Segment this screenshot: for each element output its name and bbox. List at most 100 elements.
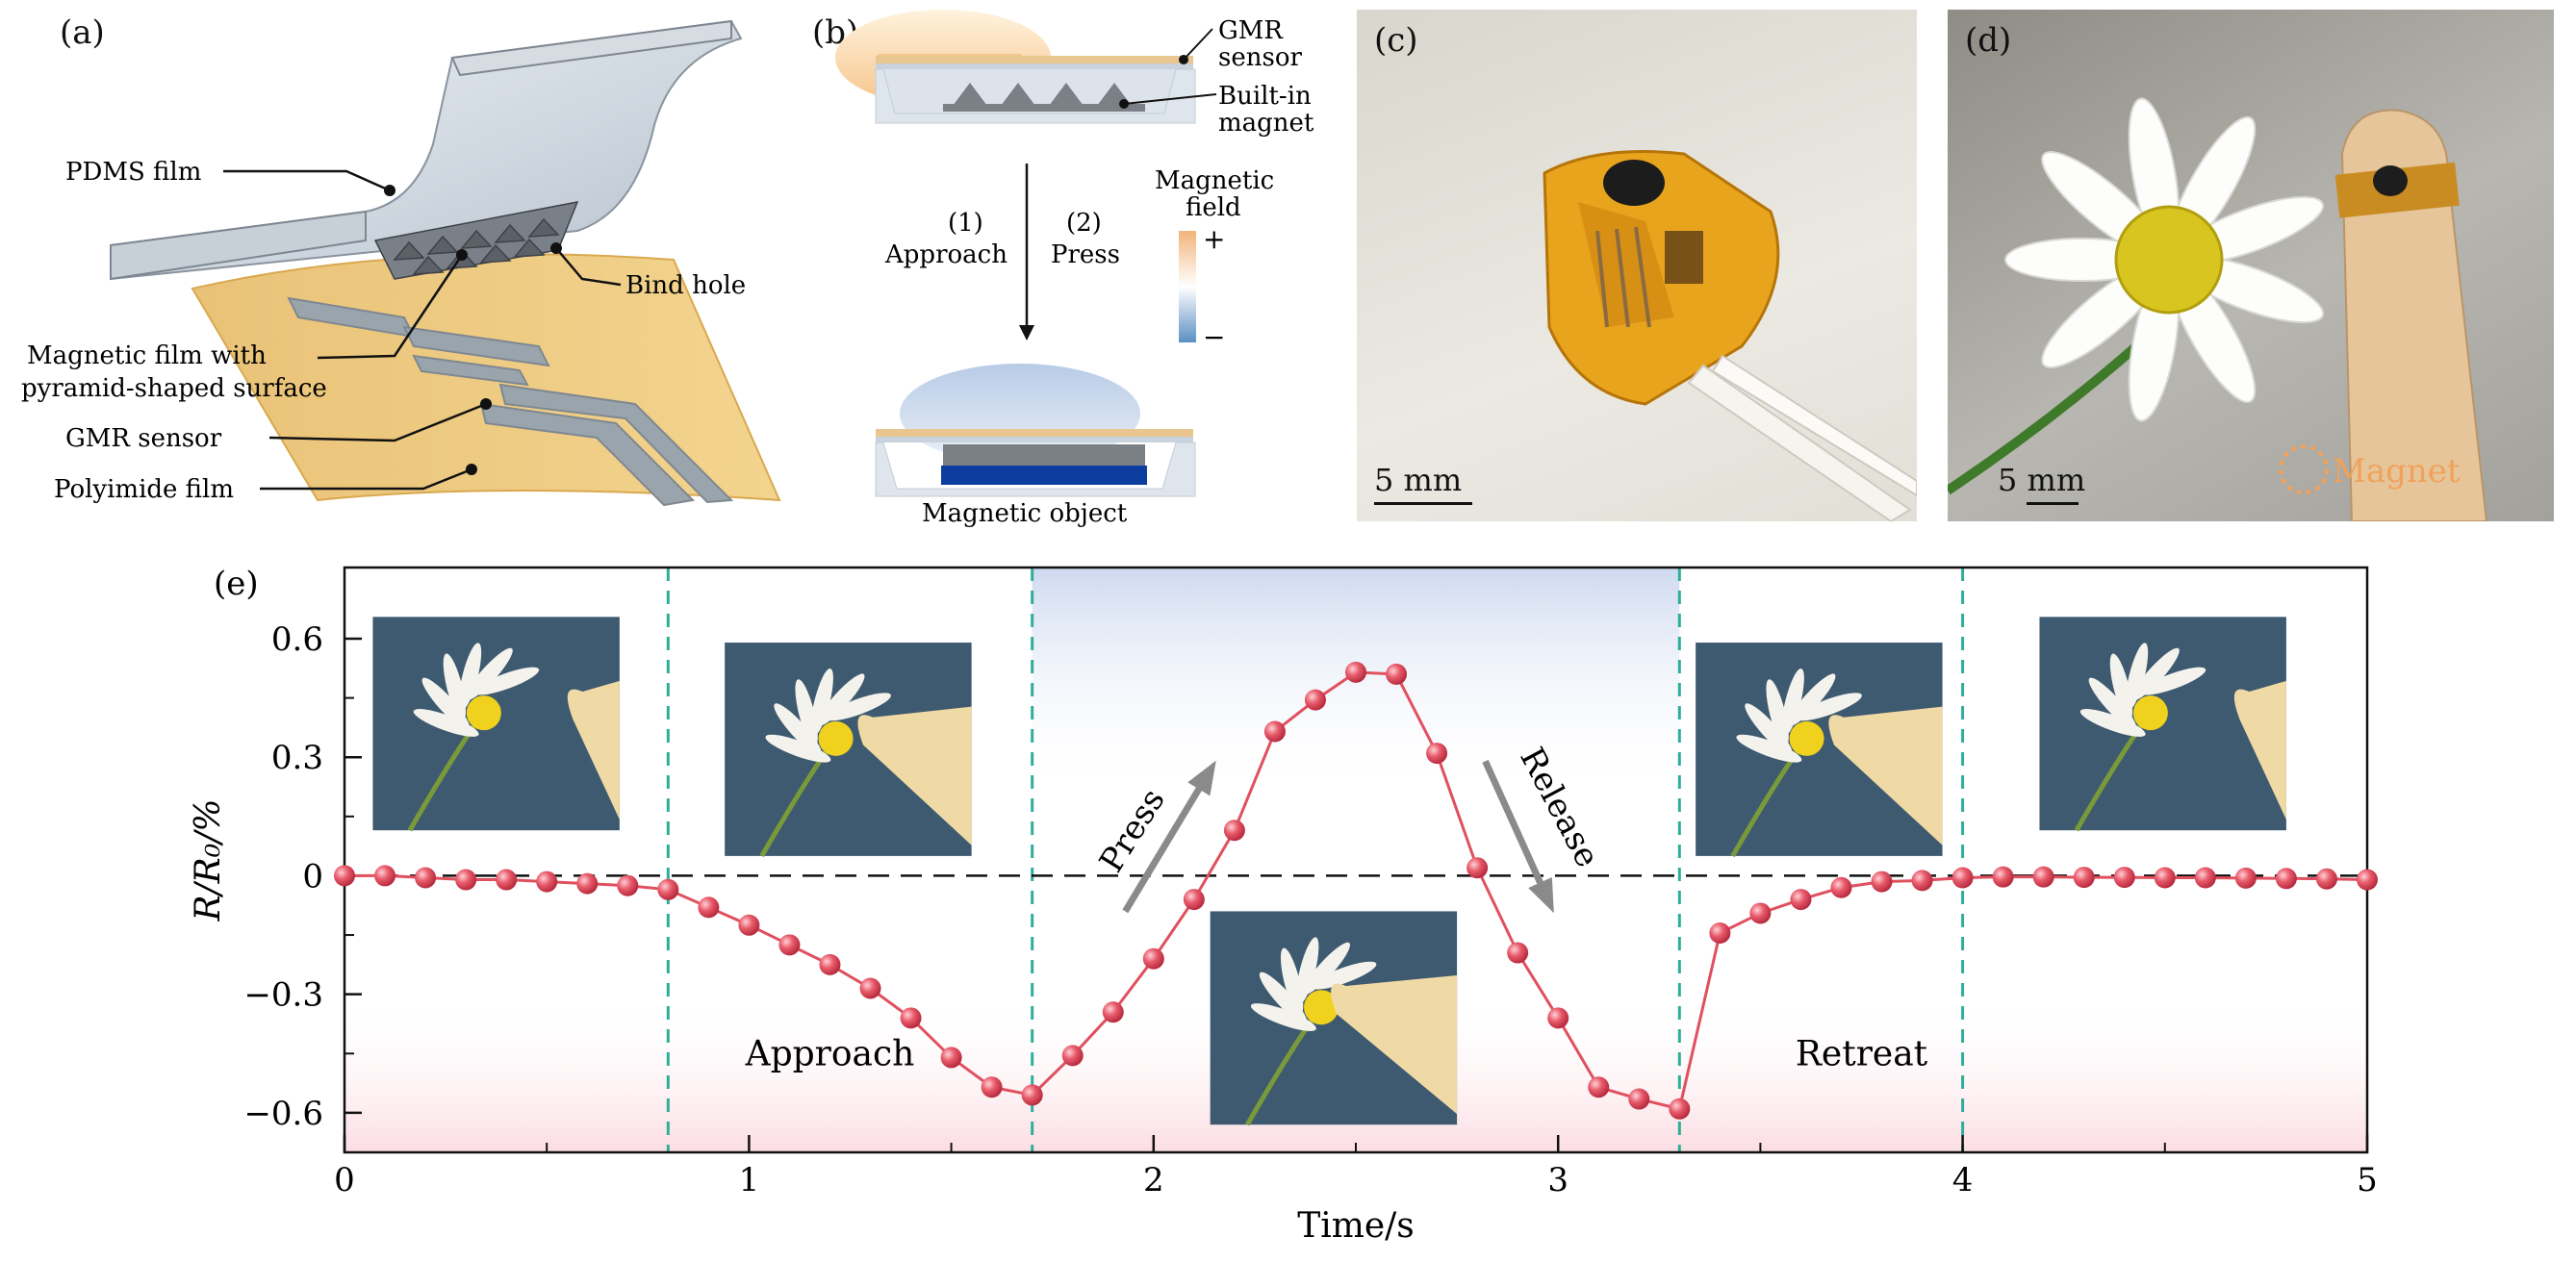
data-point	[1223, 820, 1245, 842]
data-point	[1547, 1007, 1569, 1029]
data-point	[1911, 870, 1933, 892]
chart-series	[334, 661, 2378, 1120]
data-point	[1426, 743, 1448, 765]
data-point	[576, 872, 599, 895]
device-exploded-illustration: PDMS film Bind hole Magnetic film with p…	[21, 19, 781, 507]
magnetic-object-label: Magnetic object	[922, 499, 1128, 528]
data-point	[1749, 902, 1772, 924]
data-point	[819, 953, 841, 975]
x-tick-label: 4	[1952, 1161, 1974, 1199]
data-point	[1304, 689, 1326, 711]
field-title-1: Magnetic	[1155, 166, 1274, 195]
data-point	[455, 869, 477, 891]
inset-photo-5	[2039, 617, 2286, 832]
x-tick-label: 1	[739, 1161, 760, 1199]
data-point	[1871, 871, 1893, 893]
callout-polyimide: Polyimide film	[54, 475, 234, 504]
x-tick-label: 0	[334, 1161, 355, 1199]
panel-c-scale-text: 5 mm	[1374, 462, 1463, 498]
flexible-sensor-photo	[1543, 150, 1917, 521]
data-point	[374, 865, 396, 887]
y-tick-label: 0.3	[271, 739, 323, 777]
data-point	[2113, 867, 2135, 889]
data-point	[1061, 1045, 1084, 1067]
data-point	[2357, 869, 2378, 891]
step2-label: Press	[1051, 240, 1120, 269]
data-point	[1507, 942, 1529, 964]
magnet-label-1: Built-in	[1218, 82, 1312, 111]
callout-gmr: GMR sensor	[65, 424, 222, 453]
data-point	[1669, 1098, 1691, 1120]
data-point	[981, 1076, 1003, 1098]
panel-d-scalebar: 5 mm	[1998, 462, 2085, 505]
inset-photo-2	[725, 643, 972, 858]
x-tick-label: 2	[1143, 1161, 1164, 1199]
data-point	[2315, 868, 2337, 890]
data-point	[1183, 889, 1205, 911]
x-tick-label: 3	[1547, 1161, 1569, 1199]
panel-e-label: (e)	[214, 565, 259, 603]
data-point	[1021, 1084, 1043, 1106]
magnet-annotation: Magnet	[2333, 452, 2461, 491]
callout-magnetic-film-1: Magnetic film with	[27, 341, 267, 370]
panel-d-photo: (d) 5 mm Magnet	[1948, 10, 2554, 521]
data-point	[900, 1007, 922, 1029]
data-point	[657, 878, 679, 900]
data-point	[2194, 867, 2216, 889]
pdms-film	[110, 19, 743, 281]
x-axis-label: Time/s	[1297, 1206, 1415, 1246]
y-axis-label: R/R₀/%	[189, 798, 228, 921]
data-point	[1345, 661, 1366, 683]
data-point	[1951, 867, 1974, 889]
data-point	[2275, 868, 2297, 890]
data-point	[1992, 866, 2014, 888]
panel-a: (a)	[0, 0, 799, 539]
magnet-highlight-ring	[2279, 444, 2329, 494]
magnetic-pyramid-film	[373, 201, 579, 280]
data-point	[334, 865, 355, 887]
release-arrow	[1482, 759, 1554, 914]
callout-magnetic-film-2: pyramid-shaped surface	[21, 374, 327, 403]
data-point	[496, 869, 518, 891]
daisy-and-finger-photo	[1948, 97, 2488, 521]
data-point	[1102, 1001, 1124, 1023]
panel-d-scale-text: 5 mm	[1998, 462, 2086, 498]
press-arrow	[1122, 760, 1216, 914]
data-point	[859, 977, 881, 999]
photo-insets	[372, 617, 2286, 1126]
callout-pdms: PDMS film	[65, 158, 201, 187]
callout-bind-hole: Bind hole	[625, 271, 746, 300]
data-point	[2032, 866, 2054, 888]
field-title-2: field	[1186, 193, 1241, 222]
x-tick-label: 5	[2357, 1161, 2378, 1199]
panel-c-scalebar: 5 mm	[1374, 462, 1472, 505]
field-minus: −	[1203, 321, 1225, 353]
inset-photo-1	[372, 617, 620, 832]
working-principle-diagram: GMR sensor Built-in magnet (1) Approach …	[835, 10, 1314, 528]
y-tick-label: 0	[302, 857, 323, 896]
data-point	[1830, 876, 1852, 898]
data-point	[617, 874, 639, 896]
data-point	[778, 934, 801, 956]
panel-d-label: (d)	[1965, 21, 2012, 60]
data-point	[738, 914, 760, 936]
data-point	[1263, 720, 1286, 743]
gmr-label-2: sensor	[1218, 43, 1302, 72]
y-tick-label: −0.3	[243, 976, 323, 1015]
step2-number: (2)	[1066, 209, 1102, 238]
inset-photo-4	[1696, 643, 1943, 858]
callout-lines	[223, 169, 622, 491]
field-colorbar	[1179, 231, 1196, 342]
data-point	[1709, 922, 1731, 944]
panel-a-label: (a)	[60, 13, 105, 52]
step1-label: Approach	[884, 240, 1007, 269]
magnet-label-2: magnet	[1218, 109, 1314, 138]
data-point	[1142, 947, 1164, 970]
data-point	[1628, 1088, 1650, 1110]
data-point	[2154, 867, 2176, 889]
data-point	[698, 896, 720, 919]
data-point	[2234, 867, 2257, 889]
step1-number: (1)	[948, 209, 983, 238]
daisy-center	[2114, 205, 2224, 315]
